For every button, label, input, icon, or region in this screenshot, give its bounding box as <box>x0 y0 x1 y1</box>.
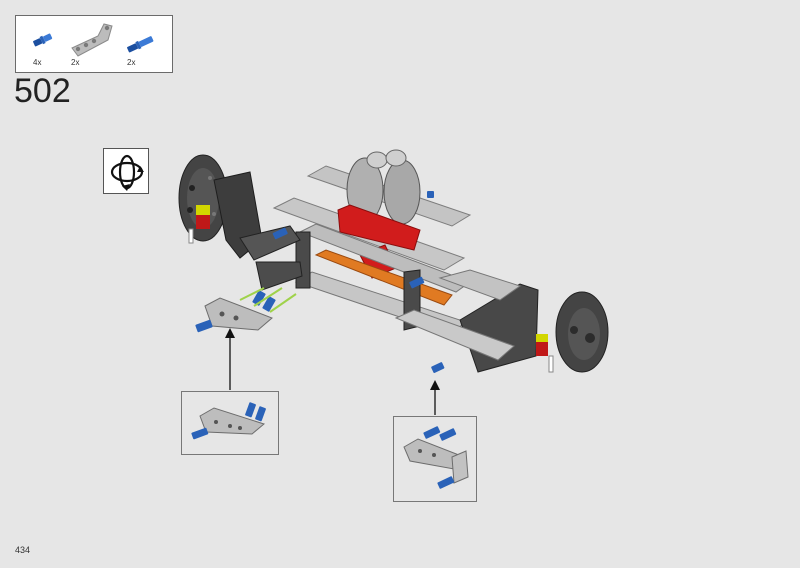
model-blue-pins <box>272 191 445 373</box>
right-brake-disc <box>555 291 609 373</box>
red-frame <box>337 204 421 251</box>
part-quantity: 2x <box>127 58 136 67</box>
part-quantity: 2x <box>71 58 80 67</box>
red-connector <box>196 215 210 229</box>
yellow-connector <box>196 205 210 217</box>
blue-axle-pin-icon <box>33 33 53 47</box>
left-lower-arm <box>255 261 303 291</box>
rotate-model-box <box>103 148 149 194</box>
callout-box-right <box>393 416 477 502</box>
white-axle <box>188 228 194 244</box>
right-lower-beam <box>394 309 515 361</box>
part-quantity: 4x <box>33 58 42 67</box>
red-connector <box>536 342 548 356</box>
white-axle <box>548 355 554 373</box>
callout-arrows <box>225 328 440 415</box>
shock-absorbers <box>346 149 421 225</box>
subassembly-detail-icon <box>191 402 266 440</box>
blue-long-pin-icon <box>127 36 154 53</box>
step-number: 502 <box>14 72 71 110</box>
gray-bent-beam-icon <box>71 23 113 57</box>
rotate-model-icon <box>110 154 144 191</box>
page-number: 434 <box>15 545 31 555</box>
guide-arrows <box>239 287 297 313</box>
callout-box-left <box>181 391 279 455</box>
yellow-connector <box>536 334 548 344</box>
parts-list: 4x 2x 2x <box>15 15 173 73</box>
left-subassembly <box>195 290 276 333</box>
subassembly-detail-icon <box>403 426 469 489</box>
left-brake-disc <box>178 154 228 242</box>
right-upper-beam <box>438 269 522 301</box>
